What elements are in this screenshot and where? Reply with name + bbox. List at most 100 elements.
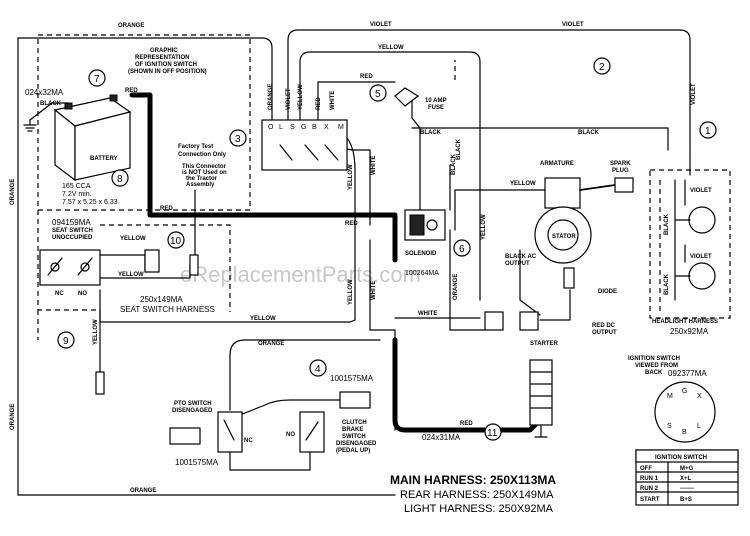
seat-switch-part: 094159MA — [52, 218, 91, 227]
ign-row-1-contacts: X+L — [680, 476, 692, 482]
ign-row-3-contacts: B+S — [680, 497, 692, 503]
connector-note-4: Assembly — [186, 182, 215, 188]
wire-orange-vert — [449, 229, 486, 331]
ignition-switch-back: IGNITION SWITCH VIEWED FROM BACK 092377M… — [628, 356, 716, 443]
spark-plug-label-2: PLUG — [612, 168, 629, 174]
battery: BATTERY BLACK RED 165 CCA 7.2V min. 7.57… — [23, 88, 138, 206]
wl-violet-vert: VIOLET — [691, 83, 697, 105]
fuse-label-2: FUSE — [428, 105, 444, 111]
callout-11: 11 — [487, 428, 498, 439]
wire-red-dc — [539, 289, 571, 321]
clutch-label-3: SWITCH — [342, 434, 366, 440]
light-harness-title: LIGHT HARNESS: 250X92MA — [404, 503, 554, 515]
wl-orange-bottom: ORANGE — [130, 488, 156, 494]
watermark: eReplacementParts.com — [180, 262, 421, 287]
clutch-switch: NO 1001575MA CLUTCH BRAKE SWITCH DISENGA… — [286, 374, 377, 454]
ignition-switch-graphic: O L S G B X M ORANGE VIOLET YELLOW WHITE… — [261, 84, 348, 171]
switch-terminal-o: O — [268, 124, 274, 131]
starter-label: STARTER — [530, 341, 559, 347]
engine-connector-2 — [519, 311, 539, 331]
ign-pin-m: M — [667, 393, 673, 400]
battery-pos-terminal — [109, 94, 118, 102]
wl-orange-left1: ORANGE — [10, 179, 16, 205]
stator-label: STATOR — [552, 234, 576, 240]
wire-fuse-out — [411, 99, 421, 211]
battery-neg-terminal — [64, 102, 73, 110]
starter: STARTER — [529, 341, 559, 438]
switch-terminal-l: L — [279, 124, 283, 131]
ign-pin-g: G — [682, 388, 687, 395]
diode-label: DIODE — [598, 289, 617, 295]
wl-red-bottom: RED — [460, 421, 473, 427]
ign-row-0-contacts: M+G — [680, 466, 694, 472]
spark-plug-wire — [579, 184, 616, 191]
armature — [544, 177, 581, 209]
black-ac-label-1: BLACK AC — [505, 254, 537, 260]
wl-white-vert: WHITE — [371, 156, 377, 175]
ground-icon — [23, 124, 37, 132]
ign-row-0-mode: OFF — [640, 466, 652, 472]
pto-switch-body — [169, 427, 201, 445]
wire-yellow-top — [299, 51, 481, 301]
callout-8: 8 — [117, 174, 123, 185]
spark-plug-label-1: SPARK — [610, 161, 631, 167]
switch-terminal-b: B — [312, 124, 317, 131]
wl-white-vert2: WHITE — [371, 281, 377, 300]
wl-yellow-seat2: YELLOW — [118, 272, 144, 278]
headlight-black-1: BLACK — [664, 213, 670, 235]
clutch-label-4: DISENGAGED — [336, 441, 377, 447]
headlight-harness-part: 250x92MA — [670, 327, 709, 336]
seat-switch: NC NO — [39, 249, 101, 297]
fuse-label-1: 10 AMP — [425, 98, 446, 104]
battery-ground-wire — [29, 102, 69, 126]
callout-10: 10 — [170, 236, 182, 247]
wl-yellow-seat1: YELLOW — [120, 236, 146, 242]
ign-pin-l: L — [697, 423, 701, 430]
wl-yellow-vert2: YELLOW — [348, 279, 354, 305]
ign-view-1: IGNITION SWITCH — [628, 356, 680, 362]
solenoid-part: 100264MA — [405, 270, 439, 277]
cable-starter — [392, 337, 543, 433]
clutch-label-1: CLUTCH — [342, 420, 367, 426]
wl-yellow-vert3: YELLOW — [481, 214, 487, 240]
seat-harness-label: SEAT SWITCH HARNESS — [120, 305, 215, 314]
wire-yellow-seat — [99, 254, 146, 271]
switch-wire-white: WHITE — [330, 91, 336, 110]
headlight-bulb-2 — [688, 262, 716, 290]
solenoid: SOLENOID 100264MA — [404, 209, 446, 277]
wl-black-vert: BLACK — [451, 153, 457, 175]
seat-no-label: NO — [78, 291, 87, 297]
ignition-switch-face — [654, 381, 716, 443]
wire-orange-top — [17, 37, 396, 496]
wl-violet-top: VIOLET — [370, 22, 392, 28]
spark-plug — [614, 177, 634, 193]
wl-yellow-mid: YELLOW — [250, 316, 276, 322]
ign-row-2-mode: RUN 2 — [640, 486, 659, 492]
headlight-harness-label: HEADLIGHT HARNESS — [652, 319, 718, 325]
callout-4: 4 — [315, 364, 321, 375]
graphic-rep-2: REPRESENTATION — [135, 55, 189, 61]
harness-right-outline — [454, 60, 661, 315]
clutch-switch-body — [339, 391, 371, 409]
clutch-no-label: NO — [286, 432, 295, 438]
connector-note-1: This Connector — [182, 164, 227, 170]
callout-6: 6 — [459, 244, 465, 255]
callout-2: 2 — [599, 62, 605, 73]
wl-yellow-vert-seat: YELLOW — [93, 319, 99, 345]
wl-black-top: BLACK — [420, 130, 442, 136]
harness-main-outline — [37, 34, 251, 211]
callout-7: 7 — [94, 74, 100, 85]
ign-view-2: VIEWED FROM — [635, 363, 678, 369]
connector-note-2: is NOT Used on — [182, 170, 227, 176]
wl-violet-right: VIOLET — [562, 22, 584, 28]
battery-spec-2: 7.2V min. — [62, 191, 92, 198]
factory-test-2: Connection Only — [178, 152, 227, 158]
clutch-part: 1001575MA — [330, 374, 374, 383]
switch-wire-yellow: YELLOW — [298, 84, 304, 110]
seat-connector-lower — [95, 371, 105, 395]
wl-black-right: BLACK — [578, 130, 600, 136]
switch-wire-violet: VIOLET — [286, 88, 292, 110]
wl-red-mid: RED — [345, 221, 358, 227]
seat-nc-label: NC — [55, 291, 64, 297]
